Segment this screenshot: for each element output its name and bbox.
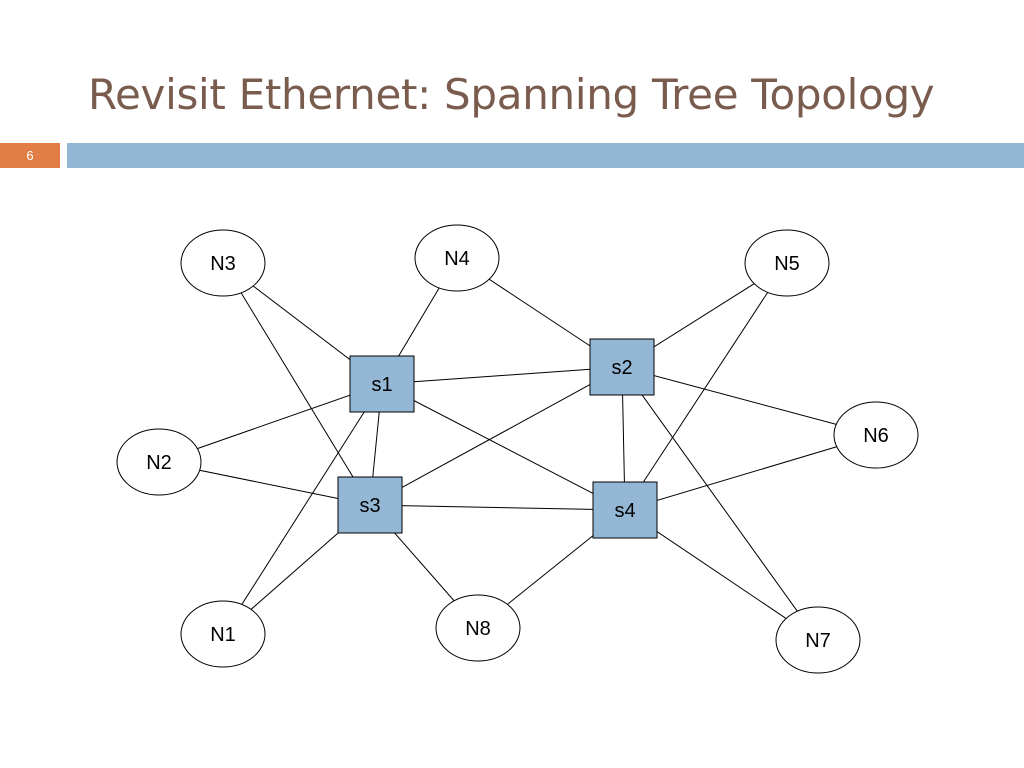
slide-number: 6 <box>0 143 60 168</box>
switch-node-s4: s4 <box>592 481 658 539</box>
switch-label: s4 <box>614 500 635 522</box>
host-label: N2 <box>146 452 172 474</box>
switch-label: s3 <box>359 495 380 517</box>
links-layer <box>158 257 877 641</box>
host-node-n8: N8 <box>435 594 521 662</box>
host-node-n4: N4 <box>414 224 500 292</box>
host-label: N6 <box>863 425 889 447</box>
host-ellipse <box>833 401 919 469</box>
host-ellipse <box>775 606 861 674</box>
switch-box <box>589 338 655 396</box>
host-ellipse <box>414 224 500 292</box>
host-ellipse <box>116 428 202 496</box>
host-node-n2: N2 <box>116 428 202 496</box>
host-node-n5: N5 <box>744 229 830 297</box>
switch-node-s2: s2 <box>589 338 655 396</box>
link-n1-s1 <box>222 383 383 635</box>
host-node-n3: N3 <box>180 229 266 297</box>
link-s1-s2 <box>381 366 623 385</box>
host-node-n6: N6 <box>833 401 919 469</box>
host-label: N5 <box>774 253 800 275</box>
link-s2-s3 <box>369 366 623 506</box>
switch-box <box>337 476 403 534</box>
link-s1-s4 <box>381 383 626 511</box>
host-ellipse <box>435 594 521 662</box>
host-node-n7: N7 <box>775 606 861 674</box>
host-label: N3 <box>210 253 236 275</box>
link-n7-s2 <box>621 366 819 641</box>
link-n6-s2 <box>621 366 877 436</box>
slide-title: Revisit Ethernet: Spanning Tree Topology <box>88 70 935 119</box>
switch-label: s2 <box>611 357 632 379</box>
host-ellipse <box>180 229 266 297</box>
host-node-n1: N1 <box>180 600 266 668</box>
host-label: N1 <box>210 624 236 646</box>
host-label: N4 <box>444 248 470 270</box>
switch-node-s3: s3 <box>337 476 403 534</box>
host-ellipse <box>744 229 830 297</box>
switch-node-s1: s1 <box>349 355 415 413</box>
host-label: N7 <box>805 630 831 652</box>
link-n3-s3 <box>222 262 371 506</box>
host-label: N8 <box>465 618 491 640</box>
link-s3-s4 <box>369 504 626 511</box>
switch-box <box>349 355 415 413</box>
switch-box <box>592 481 658 539</box>
link-n5-s4 <box>624 262 788 511</box>
host-ellipse <box>180 600 266 668</box>
title-accent-bar <box>67 143 1024 168</box>
link-n6-s4 <box>624 434 877 511</box>
switch-label: s1 <box>371 374 392 396</box>
